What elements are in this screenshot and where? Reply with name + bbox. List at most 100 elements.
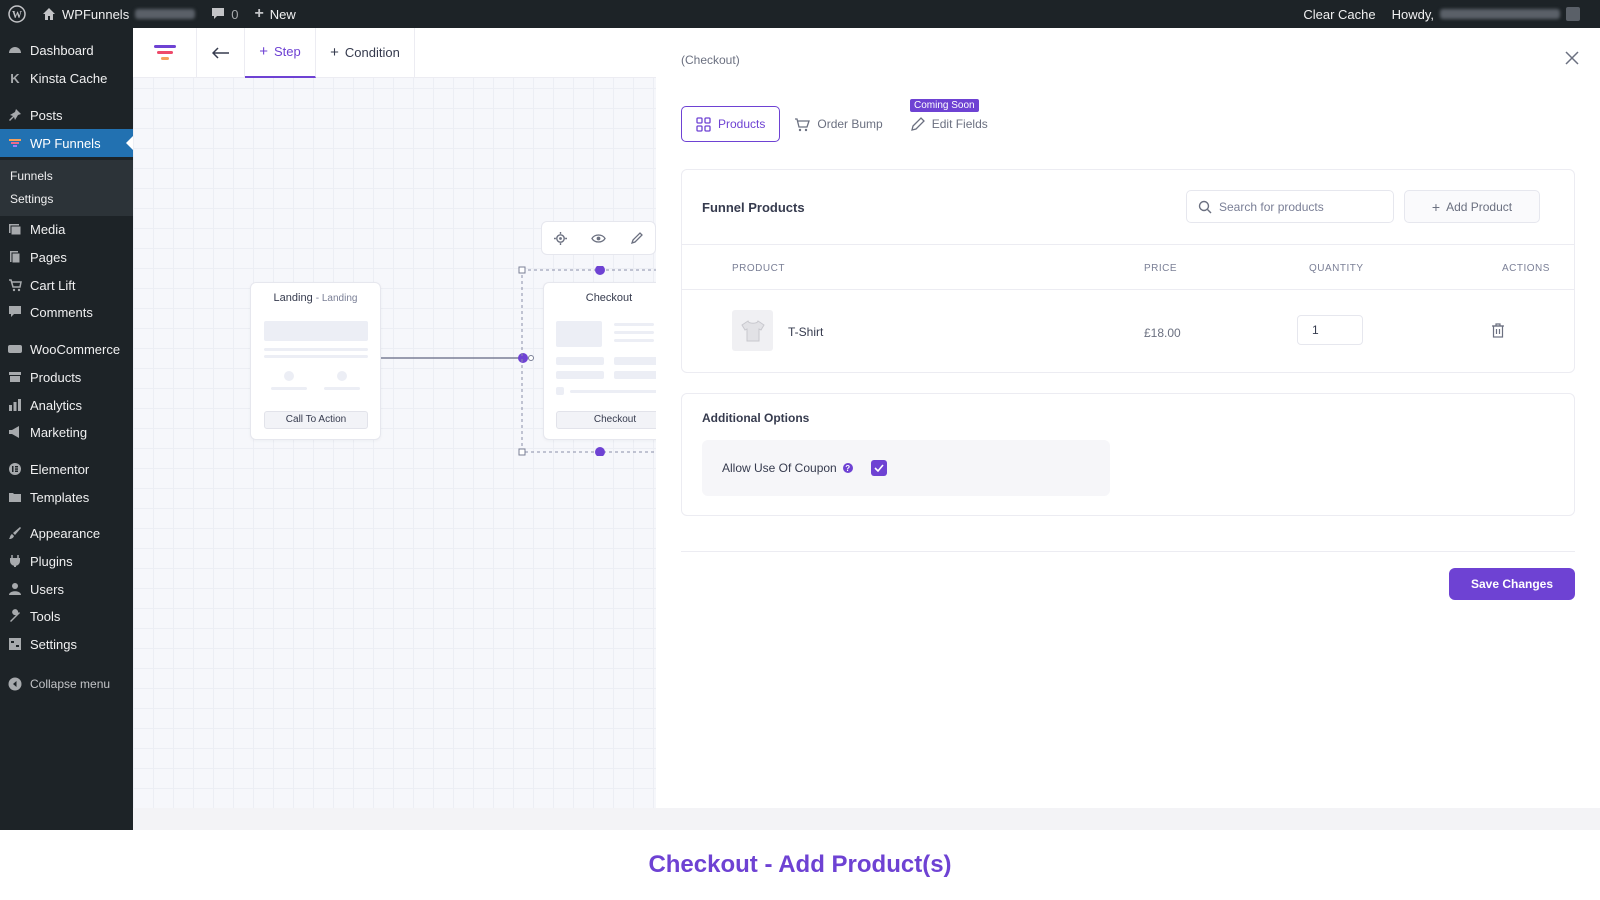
- tab-products[interactable]: Products: [681, 106, 781, 142]
- plus-icon: +: [1431, 198, 1441, 215]
- add-step-tab[interactable]: + Step: [245, 28, 316, 78]
- sidebar-item-tools[interactable]: Tools: [0, 602, 133, 630]
- checkout-preview-line: [614, 339, 654, 342]
- funnel-canvas[interactable]: + Step + Condition Landing - Landing Cal…: [133, 28, 656, 830]
- landing-preview-dot: [284, 371, 294, 381]
- column-header-quantity: QUANTITY: [1309, 263, 1364, 274]
- checkout-preview-field: [556, 357, 604, 365]
- row-divider: [682, 289, 1574, 290]
- clear-cache-link[interactable]: Clear Cache: [1295, 0, 1383, 28]
- pin-icon: [8, 108, 22, 122]
- my-account-link[interactable]: Howdy,: [1384, 0, 1600, 28]
- allow-coupon-checkbox[interactable]: [870, 460, 887, 476]
- sidebar-item-pages[interactable]: Pages: [0, 243, 133, 271]
- landing-preview-dot: [337, 371, 347, 381]
- plugin-icon: [8, 554, 22, 568]
- tab-edit-fields[interactable]: Edit Fields: [910, 106, 1002, 142]
- new-label: New: [269, 6, 296, 22]
- product-name: T-Shirt: [788, 325, 824, 339]
- sidebar-item-media[interactable]: Media: [0, 215, 133, 243]
- sidebar-item-templates[interactable]: Templates: [0, 483, 133, 511]
- sidebar-item-label: Pages: [30, 249, 67, 265]
- checkout-step-node[interactable]: Checkout Checkout: [543, 282, 656, 440]
- connector-line: [381, 353, 534, 363]
- sidebar-item-woocommerce[interactable]: WooCommerce: [0, 335, 133, 363]
- arrow-left-icon: [211, 46, 229, 59]
- wpfunnels-logo: [133, 28, 197, 78]
- sidebar-item-label: Plugins: [30, 553, 73, 569]
- megaphone-icon: [8, 425, 22, 439]
- sidebar-item-comments[interactable]: Comments: [0, 298, 133, 326]
- add-product-button[interactable]: + Add Product: [1404, 190, 1540, 223]
- tshirt-icon: [740, 319, 765, 341]
- sidebar-item-marketing[interactable]: Marketing: [0, 418, 133, 446]
- sidebar-item-settings[interactable]: Settings: [0, 630, 133, 658]
- sidebar-item-products[interactable]: Products: [0, 363, 133, 391]
- checkout-preview-field: [614, 371, 656, 379]
- product-search-input[interactable]: Search for products: [1186, 190, 1394, 223]
- cart-icon: [795, 117, 811, 131]
- checkout-preview-field: [614, 357, 656, 365]
- comments-link[interactable]: 0: [203, 0, 246, 28]
- plus-icon: +: [259, 43, 268, 60]
- close-icon[interactable]: [1564, 50, 1580, 66]
- eye-icon[interactable]: [591, 233, 607, 244]
- pencil-icon[interactable]: [630, 232, 643, 244]
- new-content-link[interactable]: + New: [246, 0, 303, 28]
- comment-icon: [8, 305, 22, 319]
- tab-order-bump[interactable]: Order Bump: [794, 106, 896, 142]
- landing-preview-line: [324, 387, 360, 390]
- add-product-label: Add Product: [1446, 199, 1513, 214]
- collapse-label: Collapse menu: [30, 677, 111, 691]
- sidebar-item-wp-funnels[interactable]: WP Funnels: [0, 129, 133, 157]
- checkout-preview-field: [556, 371, 604, 379]
- column-header-price: PRICE: [1144, 263, 1178, 274]
- clear-cache-label: Clear Cache: [1303, 6, 1376, 22]
- checkout-node-button[interactable]: Checkout: [556, 411, 656, 429]
- collapse-menu-button[interactable]: Collapse menu: [8, 677, 110, 691]
- sidebar-item-label: WooCommerce: [30, 341, 121, 357]
- add-condition-tab[interactable]: + Condition: [316, 28, 415, 78]
- site-name-link[interactable]: WPFunnels: [34, 0, 203, 28]
- submenu-item-settings[interactable]: Settings: [10, 192, 54, 206]
- save-changes-button[interactable]: Save Changes: [1449, 568, 1575, 600]
- sidebar-item-cart-lift[interactable]: Cart Lift: [0, 271, 133, 299]
- gear-icon[interactable]: [554, 231, 568, 245]
- grid-icon: [696, 116, 711, 132]
- comments-count: 0: [231, 6, 239, 22]
- quantity-input[interactable]: 1: [1297, 315, 1363, 345]
- sidebar-item-label: Dashboard: [30, 42, 94, 58]
- sidebar-item-label: Appearance: [30, 525, 101, 541]
- landing-preview-line: [264, 348, 368, 351]
- sidebar-item-analytics[interactable]: Analytics: [0, 391, 133, 419]
- landing-subtitle: Landing: [321, 293, 358, 304]
- landing-preview-line: [264, 355, 368, 358]
- checkout-preview-check: [556, 387, 564, 395]
- landing-preview-banner: [264, 321, 368, 341]
- landing-step-node[interactable]: Landing - Landing Call To Action: [250, 282, 381, 440]
- funnel-products-card: Funnel Products Search for products + Ad…: [681, 169, 1575, 373]
- sidebar-item-posts[interactable]: Posts: [0, 101, 133, 129]
- sidebar-item-elementor[interactable]: Elementor: [0, 455, 133, 483]
- trash-icon[interactable]: [1491, 323, 1505, 338]
- sidebar-item-plugins[interactable]: Plugins: [0, 547, 133, 575]
- coupon-option: Allow Use Of Coupon ?: [702, 440, 1110, 496]
- step-label: Step: [274, 44, 301, 59]
- coming-soon-badge: Coming Soon: [910, 99, 979, 112]
- back-button[interactable]: [197, 28, 245, 78]
- sidebar-item-dashboard[interactable]: Dashboard: [0, 36, 133, 64]
- sidebar-item-label: Cart Lift: [30, 277, 76, 293]
- submenu-item-funnels[interactable]: Funnels: [10, 169, 53, 183]
- help-icon[interactable]: ?: [842, 463, 853, 473]
- call-to-action-button[interactable]: Call To Action: [264, 411, 368, 429]
- sidebar-item-users[interactable]: Users: [0, 575, 133, 603]
- sidebar-item-kinsta-cache[interactable]: K Kinsta Cache: [0, 64, 133, 92]
- wordpress-logo[interactable]: W: [0, 0, 34, 28]
- site-name: WPFunnels: [62, 6, 130, 22]
- wrench-icon: [8, 609, 22, 623]
- sidebar-item-appearance[interactable]: Appearance: [0, 519, 133, 547]
- site-name-blurred: [135, 9, 196, 19]
- sidebar-item-label: Marketing: [30, 424, 88, 440]
- sidebar-item-label: Posts: [30, 107, 63, 123]
- funnel-icon: [8, 136, 22, 150]
